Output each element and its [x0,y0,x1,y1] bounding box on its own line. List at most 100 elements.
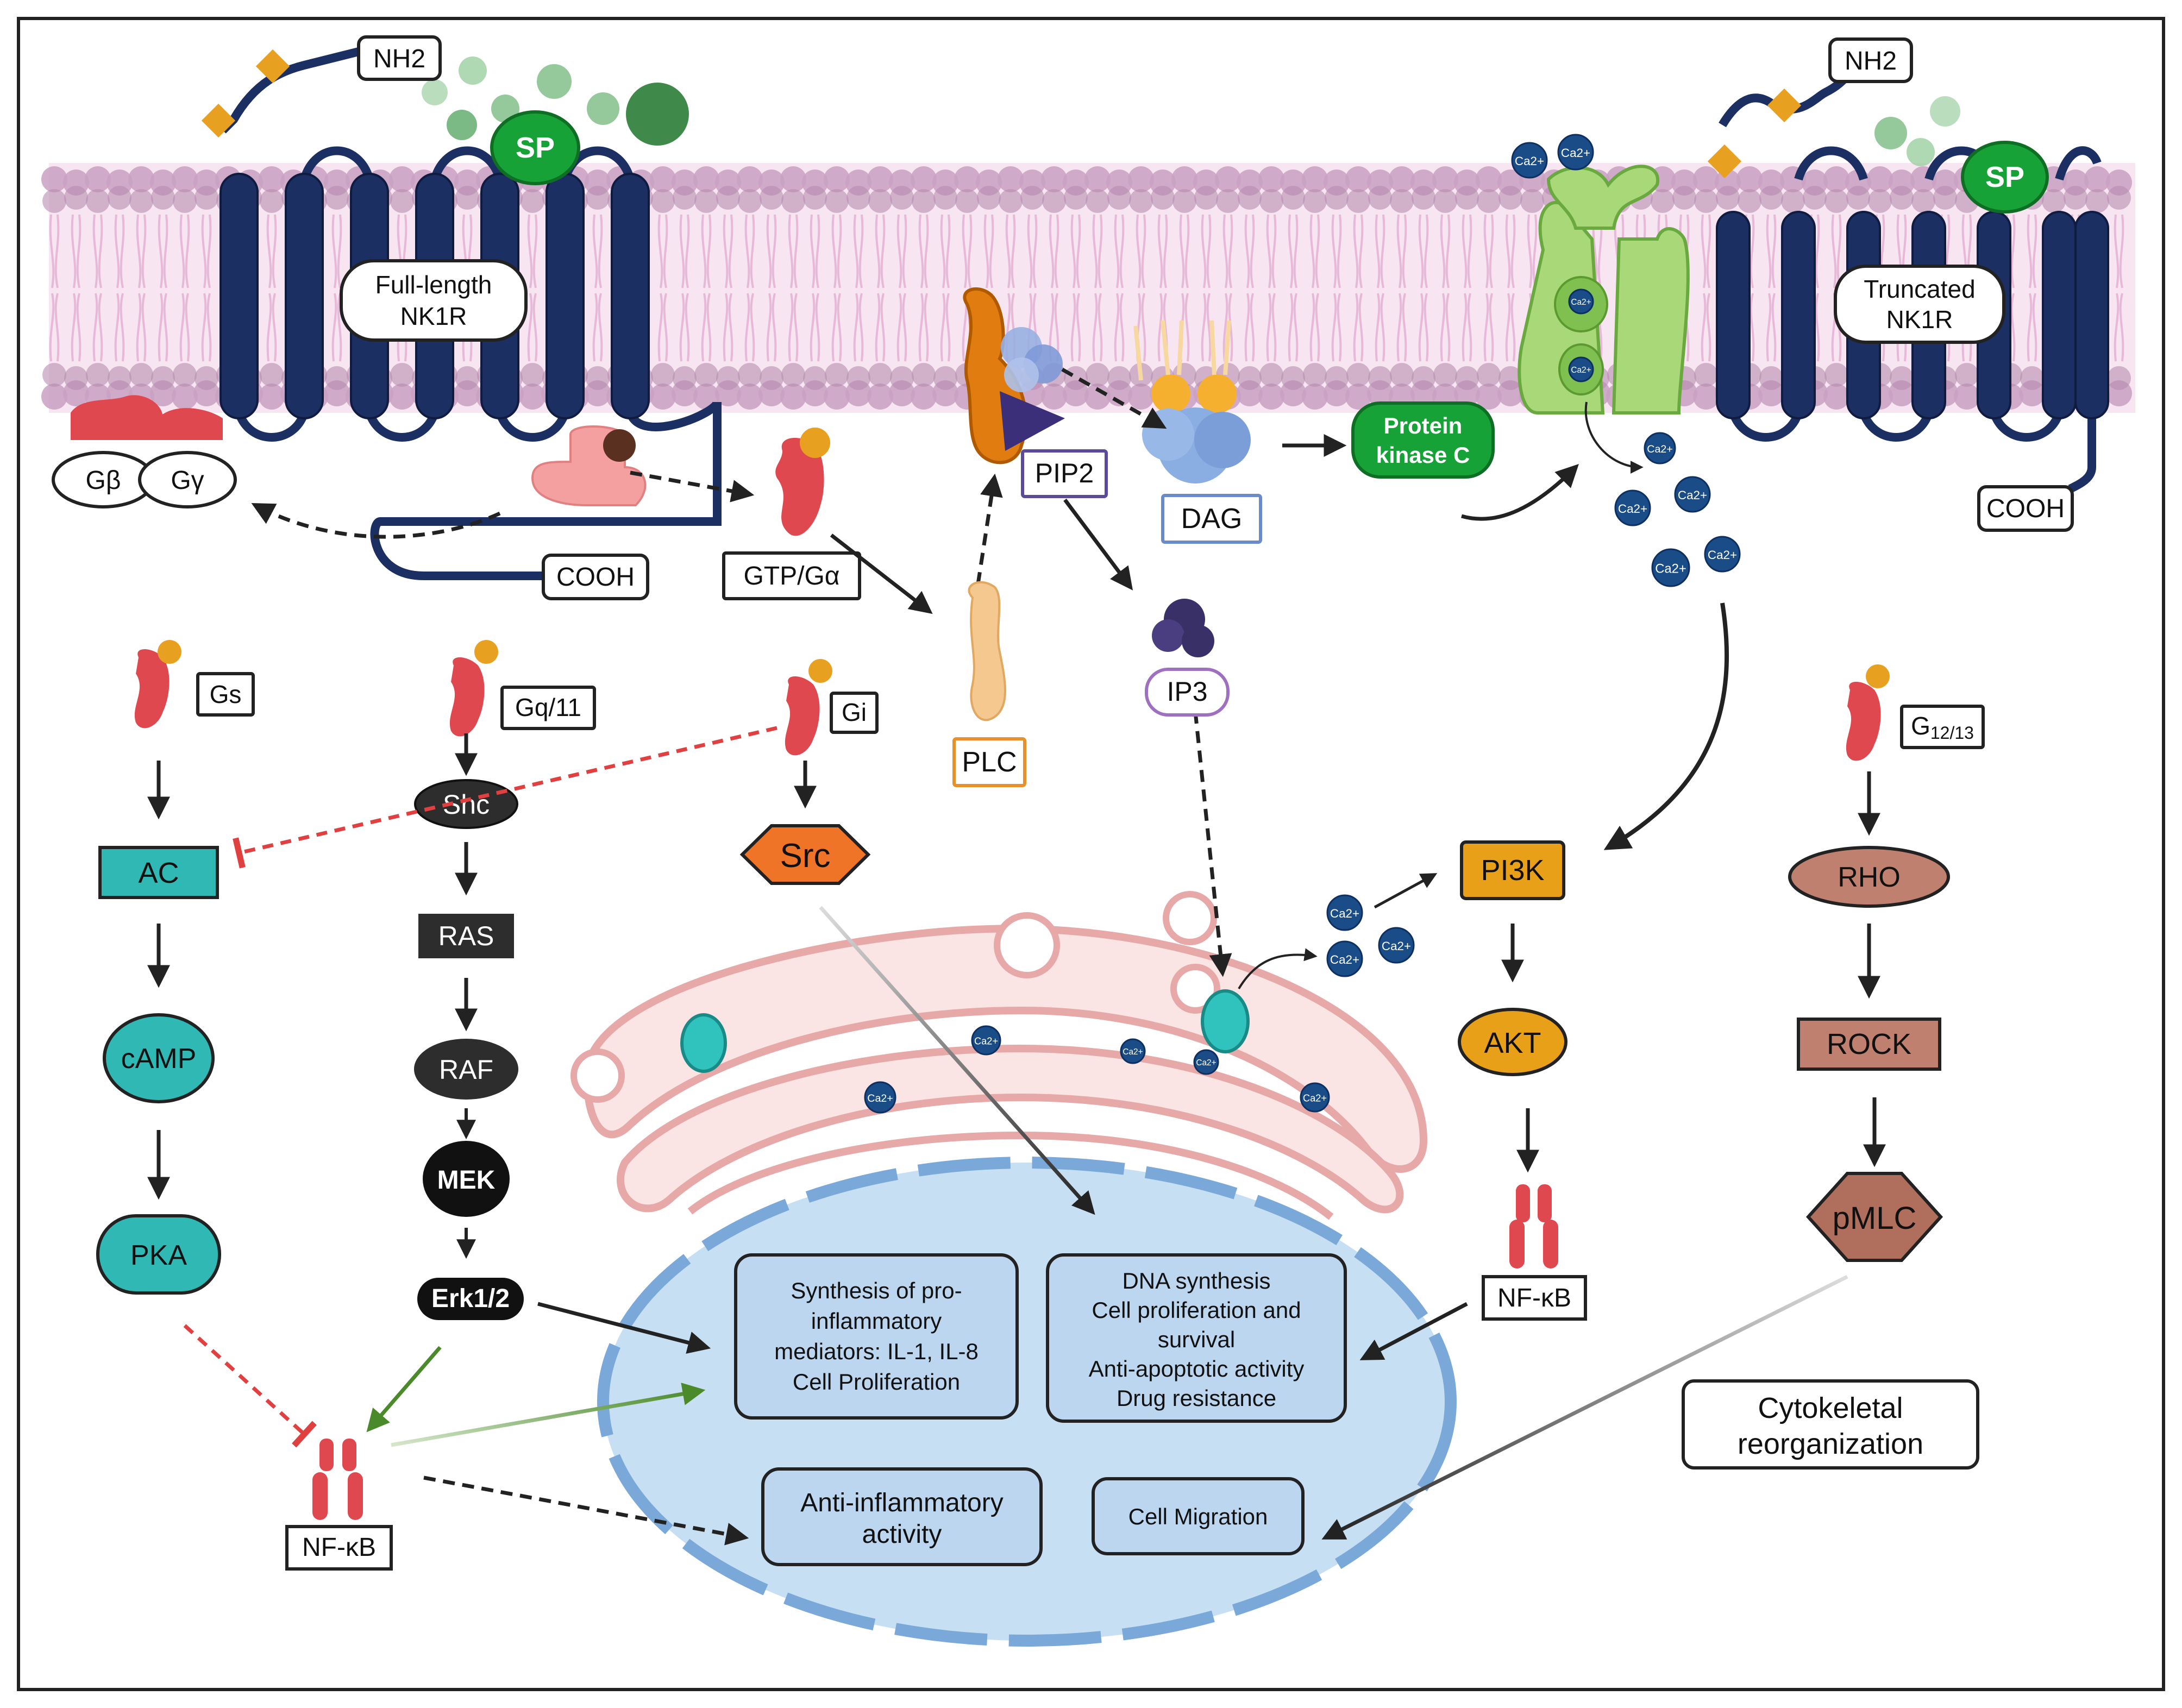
transmembrane-helix [1781,211,1816,419]
lipid-head [1477,189,1501,213]
lipid-tail [1288,214,1299,288]
lipid-head [1368,186,1392,210]
outcome-text-line: Cell proliferation and [1092,1297,1301,1323]
lipid-tail [71,293,81,362]
lipid-tail [1027,214,1038,288]
gq11-pathway: Gq/11 Shc RAS RAF MEK Erk1/2 [414,640,596,1320]
erk-label: Erk1/2 [431,1284,510,1313]
lipid-head [780,384,806,410]
lipid-head [1954,384,1980,410]
transmembrane-helix [220,173,259,419]
lipid-head [890,186,914,210]
lipid-head [1738,189,1761,213]
lipid-head [1325,366,1349,390]
lipid-tail [744,293,755,362]
svg-text:NK1R: NK1R [1886,305,1953,334]
lipid-head [1433,363,1457,387]
calcium-ion [1557,134,1594,171]
lipid-head [1694,189,1718,213]
glycosylation-site [201,103,236,138]
lipid-tail [1114,214,1125,288]
ip3-receptor-channel [1201,989,1250,1053]
nterm-label-left: NH2 [357,35,442,81]
lipid-head [1086,363,1109,387]
lipid-head [1759,366,1783,390]
outcome-text-line: survival [1158,1327,1235,1352]
lipid-head [912,363,936,387]
lipid-head [1020,186,1044,210]
lipid-tail [2027,214,2037,288]
lipid-tail [1201,293,1212,362]
lipid-head [650,384,676,410]
lipid-tail [2027,293,2037,362]
lipid-tail [592,293,603,362]
lipid-tail [266,293,277,362]
lipid-head [1302,384,1328,410]
lipid-head [128,166,154,192]
lipid-head [781,363,805,387]
lipid-head [1476,384,1502,410]
lipid-head [172,166,198,192]
lipid-head [1520,189,1544,213]
lipid-head [1803,186,1827,210]
lipid-tail [983,214,994,288]
lipid-head [694,189,718,213]
substance-p-particles-right [1874,96,1960,166]
calcium-ion-label: Ca2+ [1196,1058,1216,1068]
endoplasmic-reticulum [570,891,1428,1220]
lipid-head [1041,384,1067,410]
lipid-head [1846,186,1870,210]
lipid-tail [723,214,733,288]
lipid-head [737,384,763,410]
lipid-tail [179,293,190,362]
calcium-ion-label: Ca2+ [1708,548,1737,562]
svg-text:Truncated: Truncated [1864,275,1975,303]
lipid-head [1128,384,1154,410]
lipid-head [847,186,870,210]
lipid-head [760,186,783,210]
lipid-head [847,366,870,390]
svg-text:kinase C: kinase C [1376,442,1470,468]
lipid-head [1258,166,1284,192]
lipid-tail [201,293,212,362]
lipid-tail [1244,214,1255,288]
lipid-head [824,166,850,192]
lipid-head [1084,384,1111,410]
cterm-label-left: COOH [542,554,649,600]
lipid-head [1693,166,1719,192]
mek-label: MEK [437,1166,496,1195]
lipid-tail [1331,214,1342,288]
svg-text:DAG: DAG [1181,503,1243,535]
lipid-tail [179,214,190,288]
lipid-tail [1179,214,1190,288]
calcium-ion [1614,489,1651,526]
lipid-head [521,189,544,213]
lipid-head [1084,166,1111,192]
sp-label-left: SP [516,131,555,164]
lipid-head [1390,363,1414,387]
lipid-head [803,366,827,390]
lipid-tail [657,214,668,288]
lipid-head [1716,186,1740,210]
lipid-head [650,166,676,192]
lipid-head [737,166,763,192]
svg-text:NH2: NH2 [1845,47,1897,76]
lipid-head [1498,366,1522,390]
calcium-ion [1704,536,1741,573]
lipid-head [1302,166,1328,192]
ras-node [418,914,514,958]
lipid-head [998,166,1024,192]
lipid-head [1107,366,1131,390]
svg-text:Full-length: Full-length [375,271,492,299]
lipid-tail [1114,293,1125,362]
raf-label: RAF [439,1054,493,1085]
ac-label: AC [138,857,179,889]
calcium-ion-label: Ca2+ [1515,154,1544,168]
lipid-tail [1527,214,1538,288]
transmembrane-helix [611,173,650,419]
calcium-ion [1378,927,1415,964]
lipid-head [1346,189,1370,213]
gq11-label: Gq/11 [515,693,581,721]
